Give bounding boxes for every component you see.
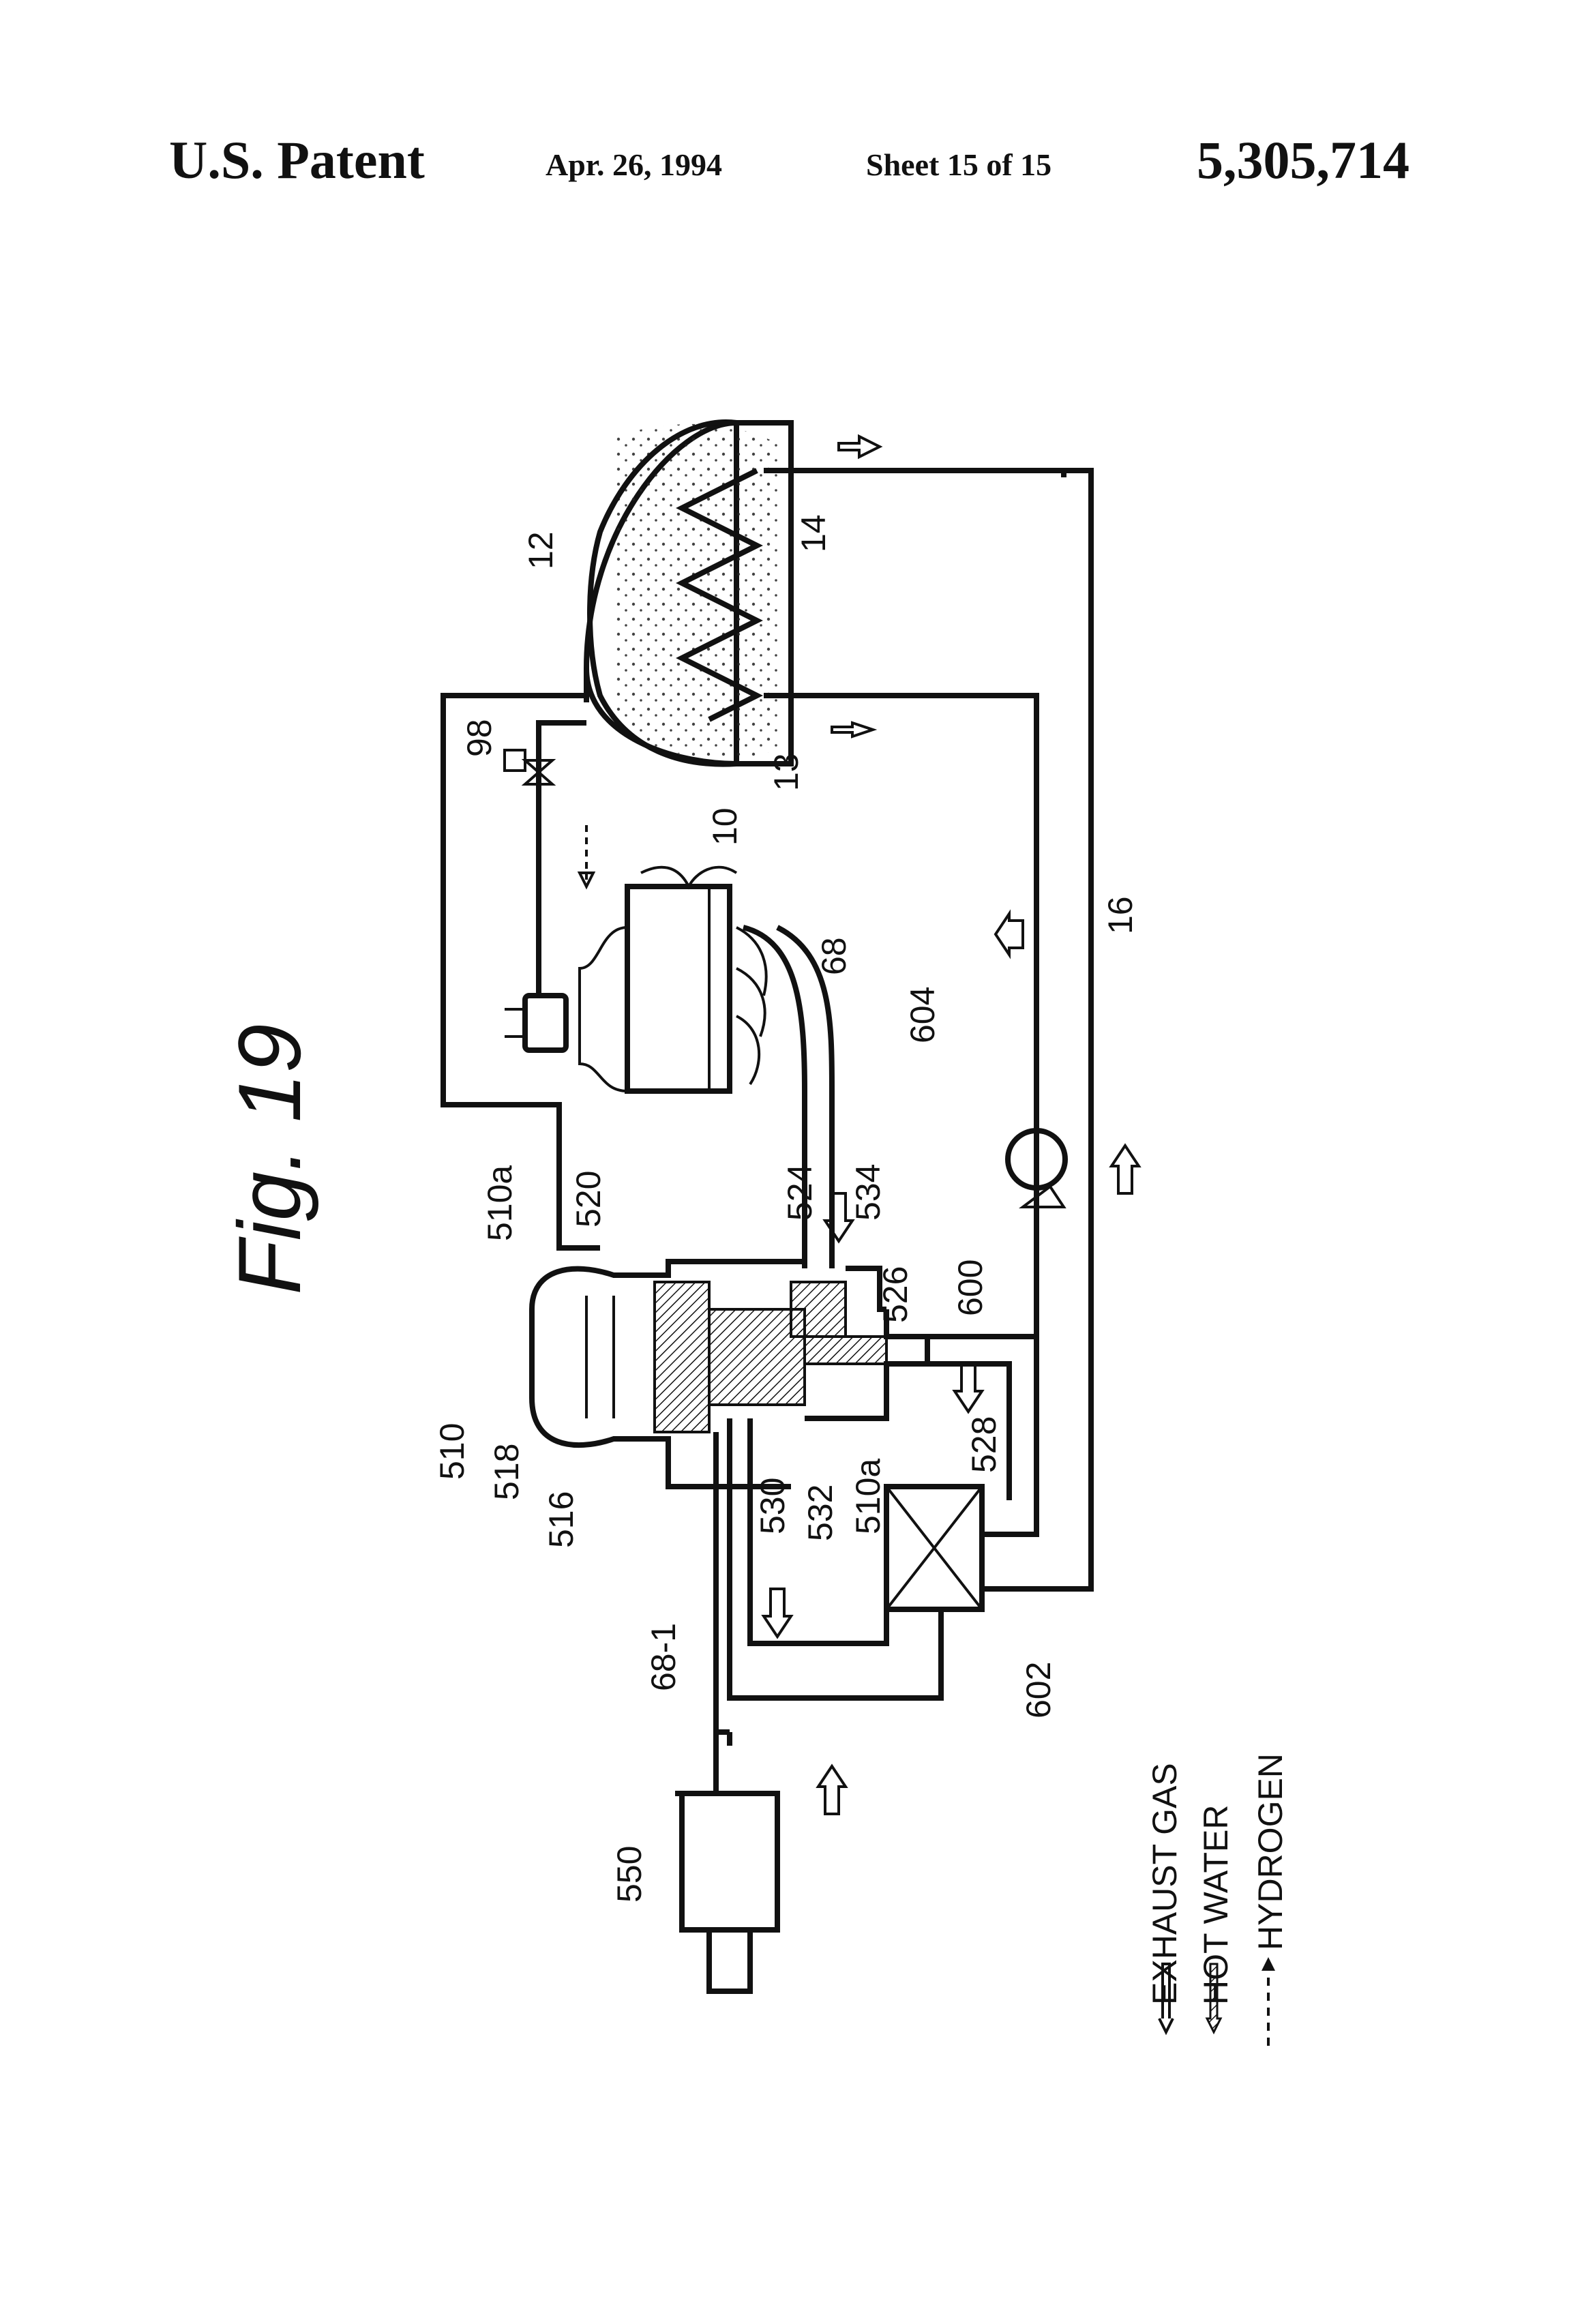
label-13: 13 bbox=[767, 753, 805, 791]
fig-title-text: Fig. 19 bbox=[220, 1024, 319, 1294]
label-510a-top: 510a bbox=[481, 1165, 519, 1241]
label-98: 98 bbox=[460, 719, 498, 757]
label-526: 526 bbox=[876, 1266, 914, 1323]
label-604: 604 bbox=[904, 987, 942, 1043]
label-520: 520 bbox=[569, 1171, 608, 1227]
muffler-550 bbox=[682, 1793, 777, 1991]
legend-hydrogen: HYDROGEN bbox=[1251, 1753, 1289, 1950]
label-532: 532 bbox=[801, 1485, 839, 1541]
label-600: 600 bbox=[951, 1260, 989, 1316]
label-602: 602 bbox=[1019, 1662, 1058, 1718]
label-518: 518 bbox=[488, 1444, 526, 1500]
legend-exhaust-gas: EXHAUST GAS bbox=[1146, 1763, 1184, 2005]
label-68: 68 bbox=[815, 937, 853, 975]
label-16: 16 bbox=[1101, 896, 1139, 934]
label-530: 530 bbox=[753, 1478, 792, 1534]
label-528: 528 bbox=[965, 1416, 1003, 1473]
legend-hot-water: HOT WATER bbox=[1197, 1804, 1235, 2005]
legend: EXHAUST GAS HOT WATER HYDROGEN bbox=[1146, 1753, 1289, 2046]
hydrogen-tank bbox=[586, 422, 791, 764]
label-510a-bottom: 510a bbox=[849, 1459, 887, 1534]
figure-title: Fig. 19 bbox=[220, 1024, 319, 1294]
hydrogen-supply-line bbox=[443, 696, 600, 1248]
label-550: 550 bbox=[610, 1846, 648, 1903]
label-524: 524 bbox=[781, 1164, 819, 1221]
label-68-1: 68-1 bbox=[644, 1623, 683, 1691]
engine bbox=[580, 867, 766, 1091]
label-10: 10 bbox=[706, 807, 744, 846]
label-14: 14 bbox=[794, 514, 833, 552]
label-12: 12 bbox=[522, 531, 560, 569]
label-516: 516 bbox=[542, 1491, 580, 1548]
label-510: 510 bbox=[433, 1423, 471, 1480]
label-534: 534 bbox=[849, 1164, 887, 1221]
